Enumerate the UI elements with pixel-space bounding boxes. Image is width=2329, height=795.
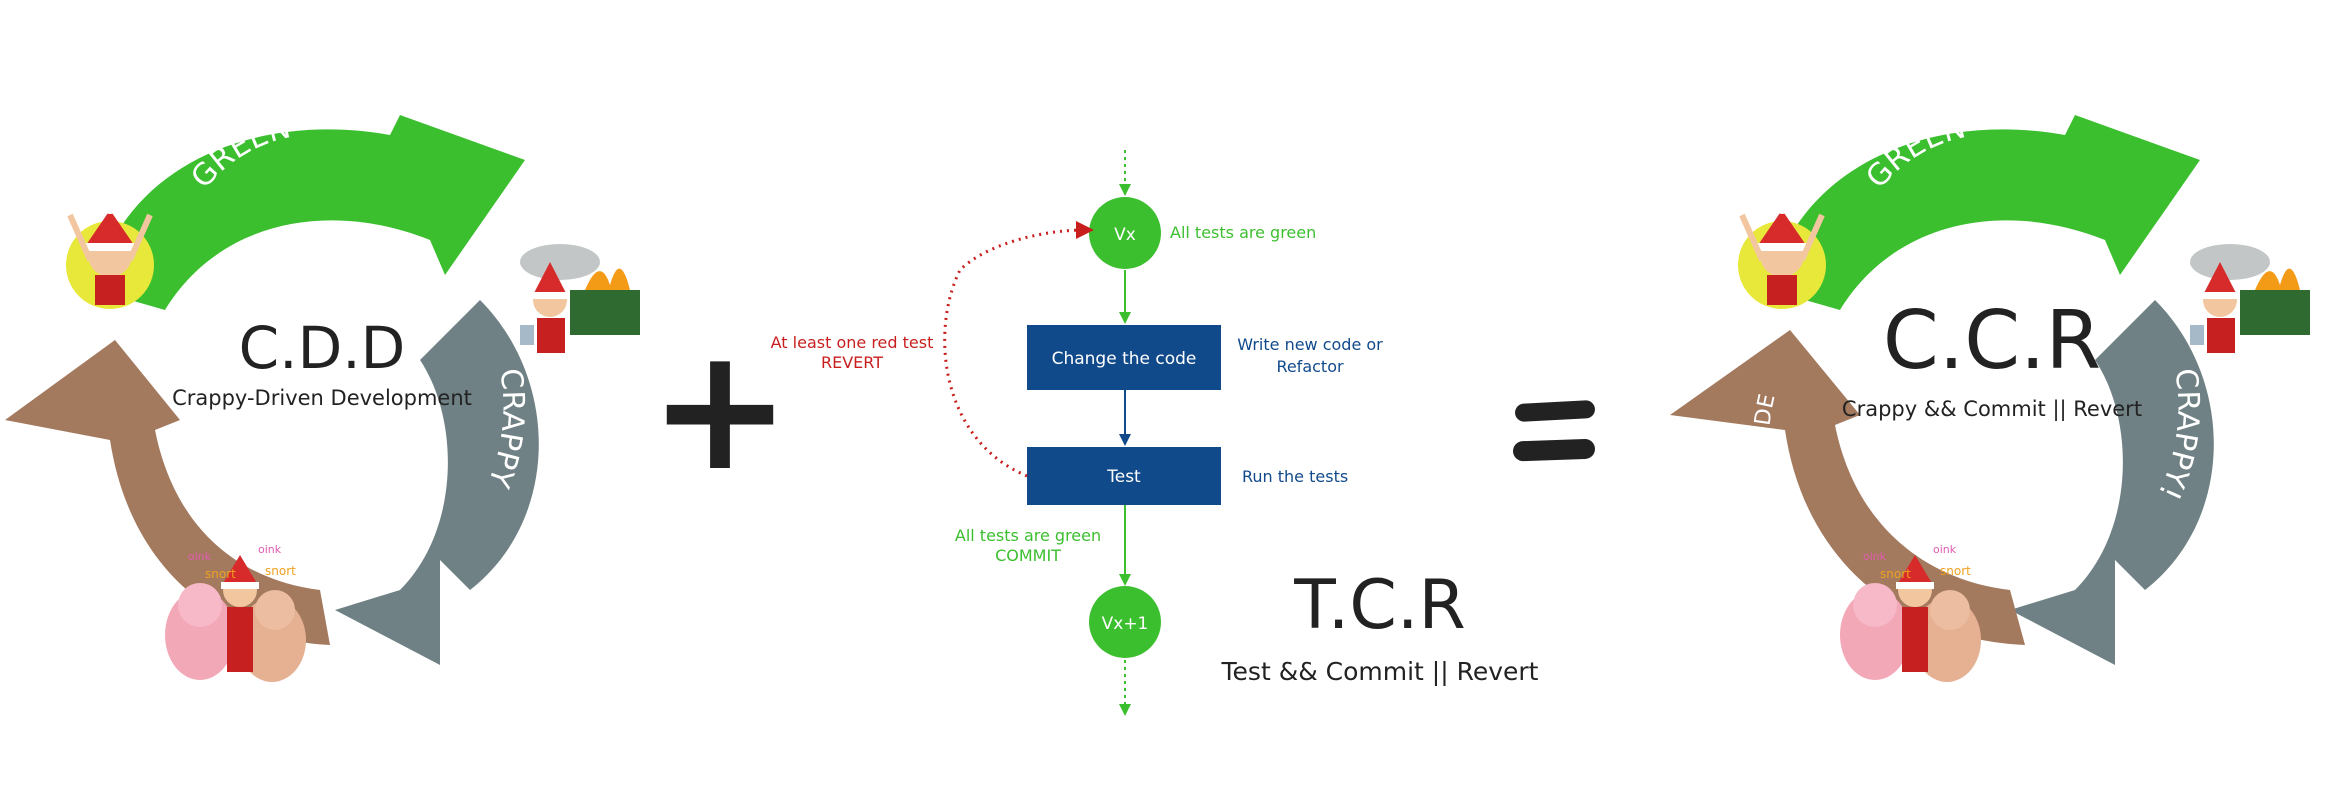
ccr-crappy-arrow — [2010, 300, 2214, 665]
tcr-test-box — [1027, 447, 1221, 505]
tcr-subtitle: Test && Commit || Revert — [1221, 657, 1539, 686]
tcr-node-end-label: Vx+1 — [1102, 614, 1149, 634]
svg-text:snort: snort — [1880, 567, 1911, 581]
burning-dumpster-icon — [520, 244, 640, 353]
ccr-title: C.C.R — [1883, 294, 2101, 387]
cdd-crappy-arrow — [335, 300, 539, 665]
santa-avatar-icon — [1738, 202, 1826, 309]
pigs-mud-icon: oink oink snort snort — [1840, 543, 1981, 682]
tcr-change-label: Change the code — [1052, 349, 1197, 369]
cdd-title: C.D.D — [239, 314, 406, 382]
svg-text:oink: oink — [1863, 550, 1887, 563]
svg-text:oink: oink — [1933, 543, 1957, 556]
svg-text:snort: snort — [1940, 564, 1971, 578]
ccr-change-arrow — [1670, 330, 2025, 645]
tcr-node-start-label: Vx — [1114, 225, 1136, 245]
tcr-test-label: Test — [1106, 467, 1141, 487]
tcr-node-start-note: All tests are green — [1170, 223, 1316, 242]
tcr-change-note-2: Refactor — [1276, 357, 1344, 376]
equals-sign: = — [1513, 400, 1595, 462]
cdd-refactor-arrow — [5, 340, 330, 645]
burning-dumpster-icon — [2190, 244, 2310, 353]
tcr-flow: Vx All tests are green Change the code W… — [771, 150, 1539, 716]
svg-text:oink: oink — [258, 543, 282, 556]
tcr-title: T.C.R — [1293, 566, 1465, 645]
tcr-green-note-1: All tests are green — [955, 526, 1101, 545]
pigs-mud-icon: oink oink snort snort — [165, 543, 306, 682]
santa-avatar-icon — [66, 202, 154, 309]
ccr-green-arrow — [1770, 115, 2200, 310]
svg-text:oink: oink — [188, 550, 212, 563]
tcr-red-note-1: At least one red test — [771, 333, 934, 352]
plus-sign: + — [649, 311, 791, 509]
tcr-node-start — [1089, 197, 1161, 269]
tcr-change-note-1: Write new code or — [1237, 335, 1383, 354]
cdd-green-arrow — [95, 115, 525, 310]
tcr-change-box — [1027, 325, 1221, 390]
tcr-green-note-2: COMMIT — [995, 546, 1061, 565]
tcr-red-note-2: REVERT — [821, 353, 883, 372]
svg-text:snort: snort — [265, 564, 296, 578]
tcr-node-end — [1089, 586, 1161, 658]
cdd-cycle: GREEN CRAPPY REFACTOR C.D.D Crappy-Drive… — [5, 110, 640, 682]
cdd-subtitle: Crappy-Driven Development — [172, 386, 472, 410]
svg-text:snort: snort — [205, 567, 236, 581]
ccr-subtitle: Crappy && Commit || Revert — [1842, 397, 2142, 422]
tcr-test-note: Run the tests — [1242, 467, 1348, 486]
